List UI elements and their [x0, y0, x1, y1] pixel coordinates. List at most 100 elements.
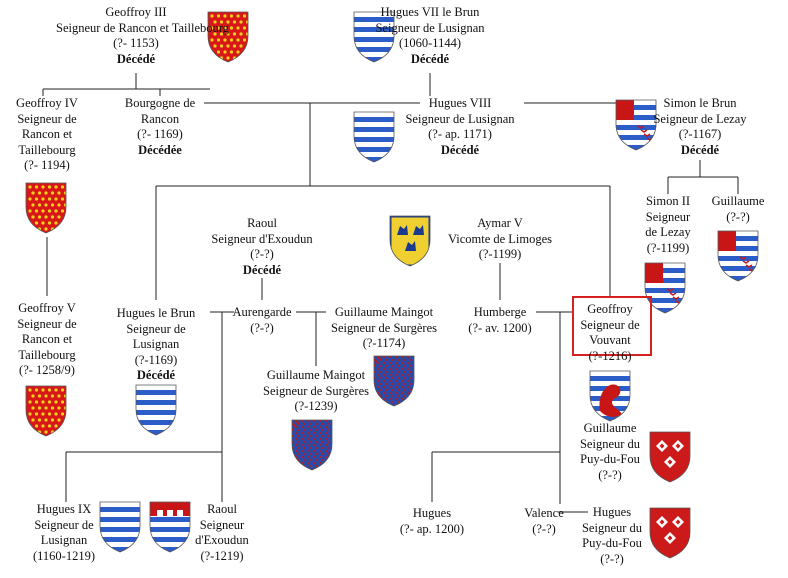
puy-du-fou-shield-icon [649, 431, 691, 483]
person-line: Hugues IX [36, 502, 92, 516]
person-line: (?-?) [250, 320, 274, 335]
person-line: Raoul [247, 216, 277, 230]
person-line: (?-1169) [134, 352, 178, 367]
person-line: d'Exoudun [195, 533, 249, 547]
person-line: Humberge [473, 305, 527, 319]
person-line: Puy-du-Fou [580, 452, 640, 466]
person-guillaume: Guillaume(?-?) [658, 194, 788, 225]
person-line: Rancon et [21, 332, 73, 346]
person-line: Seigneur de [126, 321, 186, 336]
person-hugues-c: Hugues(?- ap. 1200) [352, 506, 512, 537]
exoudun-shield-icon [149, 501, 191, 553]
person-line: Hugues VII le Brun [380, 5, 480, 19]
person-line: Valence [524, 506, 564, 520]
rancon-shield-icon [25, 385, 67, 437]
lezay-shield-icon [717, 230, 759, 282]
person-line: Seigneur de Rancon et Taillebourg [56, 20, 229, 35]
person-line: (?- 1258/9) [19, 363, 75, 377]
person-line: Lusignan [132, 337, 180, 351]
person-line: (?- av. 1200) [468, 320, 532, 335]
person-line: Guillaume Maingot [334, 305, 434, 319]
person-line: (?-?) [532, 521, 556, 536]
person-line: (?-?) [726, 209, 750, 224]
person-line: Guillaume [583, 421, 637, 435]
person-line: (?-?) [250, 247, 274, 261]
person-line: Seigneur de Lezay [653, 111, 747, 126]
person-line: (?-1199) [646, 240, 690, 255]
person-line: (?-1216) [588, 348, 632, 363]
person-status: Décédé [680, 142, 720, 157]
person-line: (?- ap. 1200) [399, 521, 465, 536]
person-line: Lusignan [40, 533, 88, 547]
person-line: Hugues [592, 505, 632, 519]
person-line: Seigneur de Lusignan [375, 20, 485, 35]
person-line: Hugues le Brun [116, 306, 196, 320]
person-line: (1060-1144) [398, 36, 462, 50]
person-line: (?-1167) [678, 127, 722, 141]
person-line: Hugues [412, 506, 452, 520]
person-line: (?- ap. 1171) [428, 127, 492, 141]
person-line: Rancon [140, 111, 180, 126]
person-line: Seigneur de [17, 111, 77, 126]
person-line: Seigneur de Surgères [331, 320, 437, 335]
person-line: Seigneur de Surgères [263, 383, 369, 398]
lusignan-shield-icon [99, 501, 141, 553]
person-line: Guillaume Maingot [266, 368, 366, 382]
person-line: Seigneur [199, 517, 245, 532]
person-status: Décédé [116, 51, 156, 66]
rancon-shield-icon [207, 11, 249, 63]
person-line: Aymar V [477, 216, 523, 230]
highlight-box [572, 296, 652, 356]
person-line: (?- 1194) [24, 158, 70, 172]
rancon-shield-icon [25, 182, 67, 234]
person-line: Seigneur du [581, 520, 643, 535]
person-line: (?-1239) [294, 399, 338, 413]
person-line: Seigneur de Lusignan [405, 111, 515, 126]
vouvant-shield-icon [589, 370, 631, 422]
person-valence: Valence(?-?) [464, 506, 624, 537]
maingot-shield-icon [291, 419, 333, 471]
lusignan-shield-icon [135, 384, 177, 436]
person-line: Hugues VIII [428, 96, 492, 110]
person-status: Décédé [242, 262, 282, 277]
person-line: Geoffroy III [105, 5, 167, 19]
person-line: Geoffroy V [18, 301, 76, 315]
person-line: (?- 1169) [137, 127, 183, 141]
person-line: Seigneur [645, 209, 691, 224]
person-line: Aurengarde [232, 305, 292, 319]
person-line: Taillebourg [18, 142, 76, 157]
lezay-shield-icon [644, 262, 686, 314]
person-line: Vicomte de Limoges [447, 231, 553, 246]
puy-du-fou-shield-icon [649, 507, 691, 559]
person-line: Raoul [207, 502, 237, 516]
person-status: Décédé [136, 368, 176, 382]
lusignan-shield-icon [353, 11, 395, 63]
person-line: (?-?) [600, 551, 624, 566]
person-line: Taillebourg [18, 347, 76, 362]
person-status: Décédée [138, 142, 182, 157]
person-line: Seigneur du [579, 436, 641, 451]
person-line: Seigneur de [17, 316, 77, 331]
person-line: Simon II [645, 194, 691, 208]
person-line: Bourgogne de [124, 96, 196, 110]
coat-of-arms-layer [25, 11, 759, 559]
person-line: de Lezay [645, 225, 691, 239]
lezay-shield-icon [615, 99, 657, 151]
person-humberge: Humberge(?- av. 1200) [420, 305, 580, 336]
person-line: Simon le Brun [663, 96, 737, 110]
